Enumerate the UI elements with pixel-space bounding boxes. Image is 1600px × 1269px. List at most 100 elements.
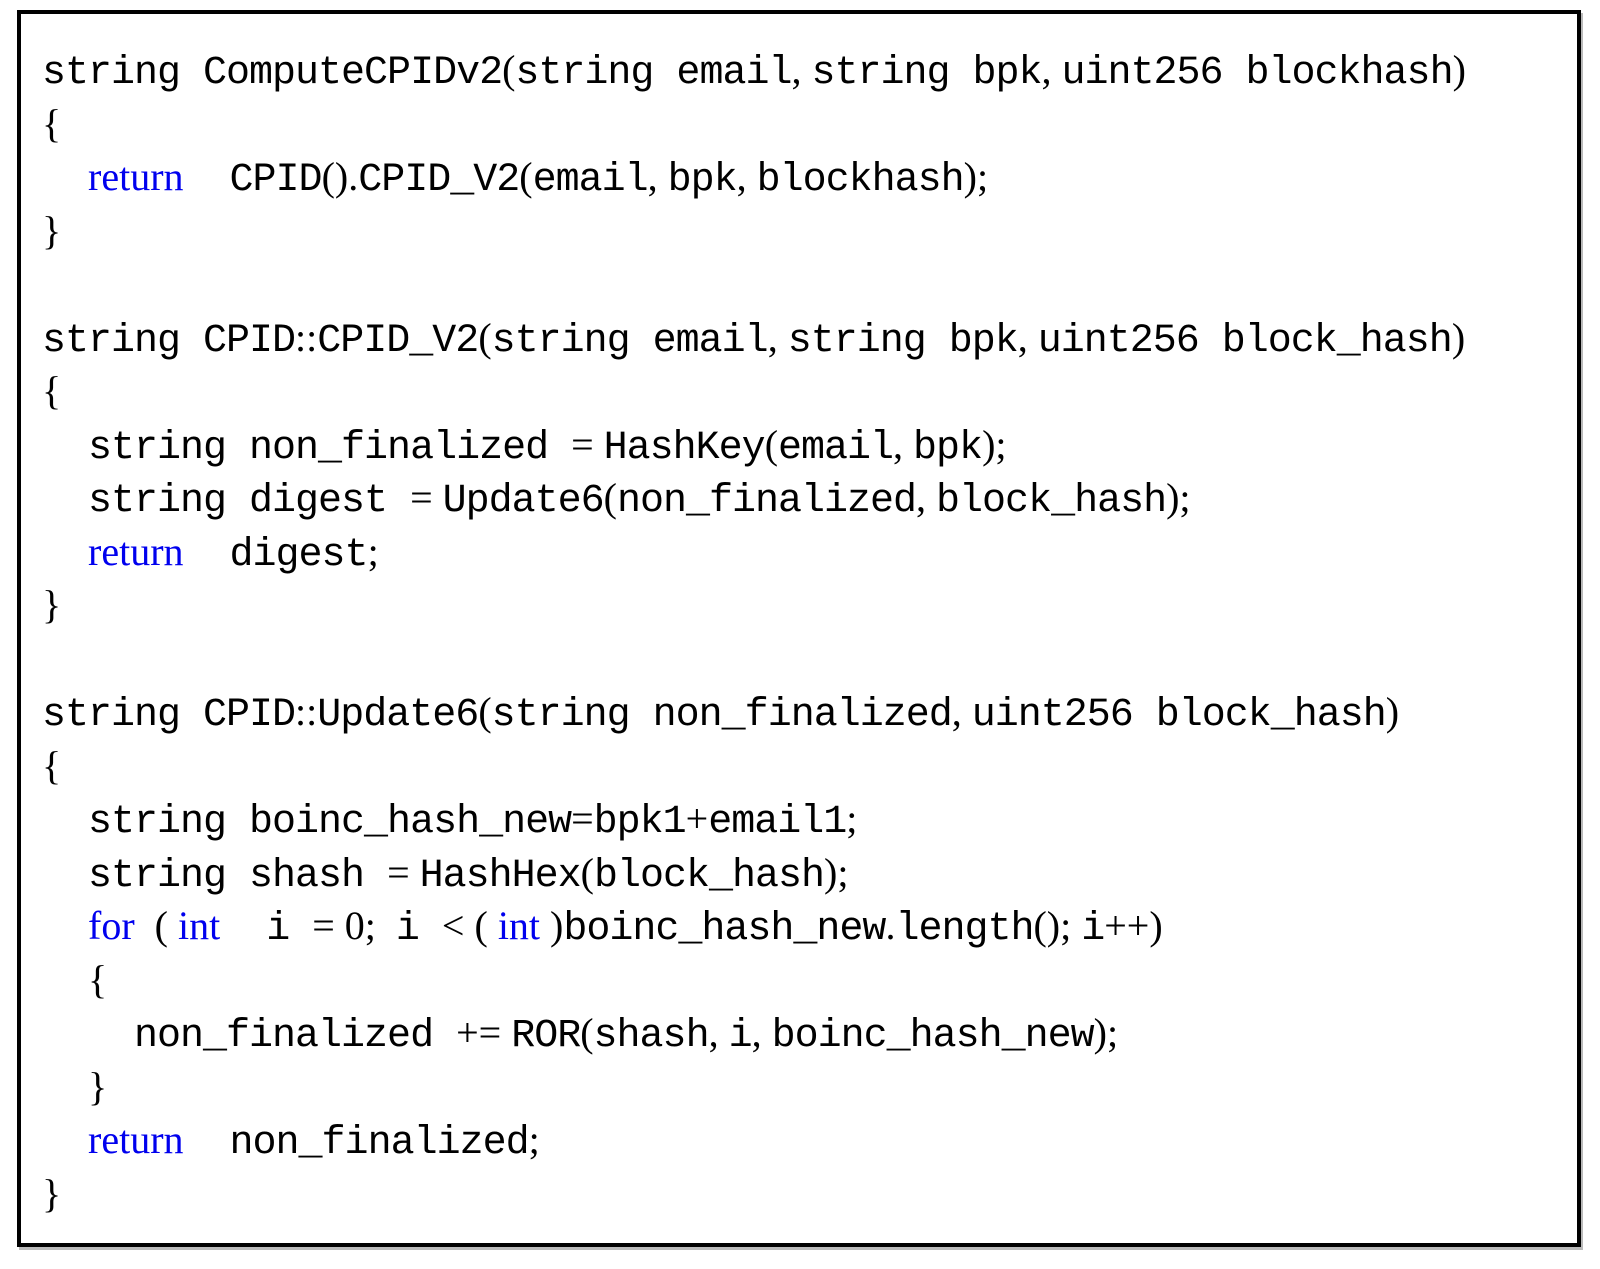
code-token: ; — [528, 1117, 540, 1162]
code-line: { — [42, 97, 1571, 151]
code-token: non_finalized — [183, 1121, 530, 1166]
code-token: bpk — [667, 158, 738, 203]
code-token: string ComputeCPIDv2 — [42, 51, 503, 96]
code-token: block_hash — [593, 853, 825, 899]
code-token: string digest — [42, 479, 411, 524]
code-token: = — [571, 421, 604, 467]
code-token: Update6 — [442, 479, 605, 524]
code-token: CPID_V2 — [317, 318, 479, 364]
code-token: ); — [963, 154, 989, 199]
code-token: uint256 block_hash — [971, 693, 1387, 738]
code-token: ROR — [511, 1014, 581, 1059]
code-token: } — [42, 1170, 62, 1216]
code-token: i — [395, 907, 442, 952]
code-token: , — [1041, 47, 1062, 92]
code-token: < ( — [441, 903, 498, 948]
code-line — [42, 257, 1571, 311]
code-token: shash — [593, 1014, 710, 1059]
code-token: ); — [824, 849, 849, 895]
keyword-token: int — [497, 903, 541, 948]
code-token: , — [767, 314, 788, 360]
code-token: { — [42, 100, 62, 146]
code-token: ; — [846, 796, 858, 841]
code-token: HashHex — [419, 853, 582, 899]
code-token — [42, 533, 88, 578]
code-listing-frame: string ComputeCPIDv2(string email, strin… — [17, 10, 1581, 1247]
code-line: } — [42, 1060, 1571, 1114]
code-line: string shash = HashHex(block_hash); — [42, 846, 1571, 900]
code-line — [42, 632, 1571, 686]
code-line: string non_finalized = HashKey(email, bp… — [42, 418, 1571, 472]
code-token: ) — [1451, 314, 1466, 360]
code-token: = — [571, 796, 594, 841]
code-token: , — [791, 47, 812, 92]
code-token: string non_finalized — [491, 693, 953, 738]
code-token: string bpk — [787, 318, 1019, 364]
code-token: string email — [515, 51, 792, 96]
code-token: { — [42, 742, 62, 788]
code-token: ( — [580, 1010, 594, 1055]
code-token: string bpk — [811, 51, 1042, 96]
code-token: . — [885, 903, 896, 948]
code-token: { — [42, 368, 62, 413]
code-token: ( — [764, 421, 779, 467]
code-token: Update6 — [317, 693, 479, 738]
code-token: ++) — [1104, 903, 1163, 948]
code-line: { — [42, 364, 1571, 418]
code-line: } — [42, 204, 1571, 258]
keyword-token: return — [88, 154, 184, 199]
code-token: i — [220, 907, 313, 952]
code-token: boinc_hash_new — [771, 1014, 1095, 1059]
code-token: { — [88, 956, 108, 1002]
code-token: ); — [1093, 1010, 1119, 1055]
code-token: ( — [603, 475, 617, 520]
code-token: } — [42, 582, 62, 627]
code-token: uint256 block_hash — [1037, 318, 1453, 364]
code-token: ( — [134, 903, 178, 948]
code-token: (). — [321, 154, 359, 199]
code-line: return digest; — [42, 525, 1571, 579]
code-token: CPID — [183, 158, 323, 203]
code-line: string ComputeCPIDv2(string email, strin… — [42, 43, 1571, 97]
code-token: } — [88, 1063, 108, 1109]
code-token: i — [1081, 907, 1105, 952]
code-token: digest — [183, 532, 369, 578]
code-line: } — [42, 1167, 1571, 1221]
keyword-token: return — [88, 1117, 184, 1162]
code-token: string email — [491, 318, 769, 364]
code-token: email — [532, 158, 649, 203]
code-token: non_finalized — [616, 479, 917, 524]
code-line: string CPID::Update6(string non_finalize… — [42, 685, 1571, 739]
code-token: non_finalized — [42, 1014, 457, 1059]
keyword-token: return — [88, 528, 184, 574]
code-line: string digest = Update6(non_finalized, b… — [42, 471, 1571, 525]
code-token: blockhash — [756, 158, 965, 203]
code-token — [42, 1121, 88, 1166]
code-token: i — [728, 1014, 753, 1059]
code-token: block_hash — [936, 479, 1167, 524]
code-token: :: — [295, 689, 318, 734]
code-token: , — [736, 154, 757, 199]
code-line: string boinc_hash_new=bpk1+email1; — [42, 792, 1571, 846]
code-line: non_finalized += ROR(shash, i, boinc_has… — [42, 1006, 1571, 1060]
code-token: + — [685, 796, 709, 841]
code-token: ( — [478, 314, 492, 360]
code-token: ( — [502, 47, 516, 92]
code-token: boinc_hash_new — [563, 907, 886, 952]
code-line: { — [42, 739, 1571, 793]
code-token: , — [647, 154, 668, 199]
code-token — [42, 1068, 88, 1113]
code-token: :: — [295, 314, 318, 360]
code-token: = — [410, 475, 443, 520]
code-listing: string ComputeCPIDv2(string email, strin… — [21, 14, 1577, 1243]
code-line: for ( int i = 0; i < ( int )boinc_hash_n… — [42, 899, 1571, 953]
code-token: ) — [540, 903, 564, 948]
code-token: , — [1017, 314, 1038, 360]
keyword-token: int — [177, 903, 221, 948]
code-token: = 0; — [312, 903, 396, 948]
code-line: string CPID::CPID_V2(string email, strin… — [42, 311, 1571, 365]
code-token: ( — [478, 689, 492, 734]
code-token: string boinc_hash_new — [42, 800, 572, 845]
code-token: ); — [982, 421, 1007, 467]
